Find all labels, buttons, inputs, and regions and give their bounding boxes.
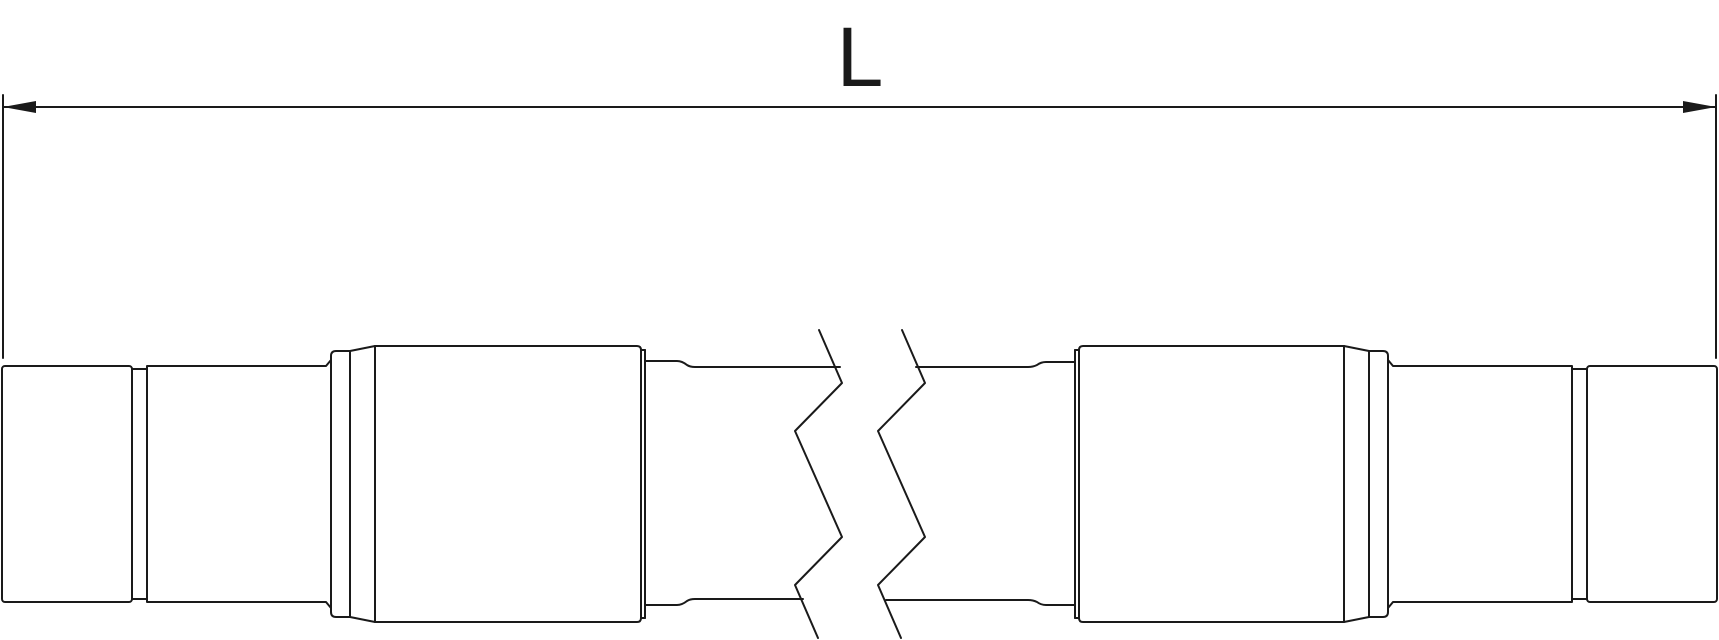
- left-tube-top: [644, 360, 841, 368]
- right-tube-segment: [877, 329, 1075, 639]
- right-ring: [1368, 350, 1389, 618]
- left-tube-bottom: [644, 598, 804, 606]
- left-body: [374, 345, 642, 623]
- left-body-chamfer: [349, 345, 376, 623]
- right-end-cap: [1586, 365, 1718, 603]
- left-tube-segment: [644, 329, 843, 639]
- right-tube-bottom: [885, 599, 1075, 606]
- right-tube-top: [915, 361, 1075, 368]
- left-ring: [330, 350, 351, 618]
- left-collar: [146, 359, 332, 609]
- left-end-cap: [1, 365, 133, 603]
- left-break-line: [794, 329, 843, 639]
- arrowhead-left: [3, 101, 36, 113]
- right-body: [1078, 345, 1345, 623]
- arrowhead-right: [1683, 101, 1716, 113]
- length-dimension: L: [2, 10, 1717, 359]
- right-collar: [1387, 359, 1573, 609]
- right-body-chamfer: [1343, 345, 1370, 623]
- right-break-line: [877, 329, 926, 639]
- left-end-fitting: [1, 345, 646, 623]
- dimension-label: L: [837, 10, 884, 104]
- right-end-fitting: [1074, 345, 1718, 623]
